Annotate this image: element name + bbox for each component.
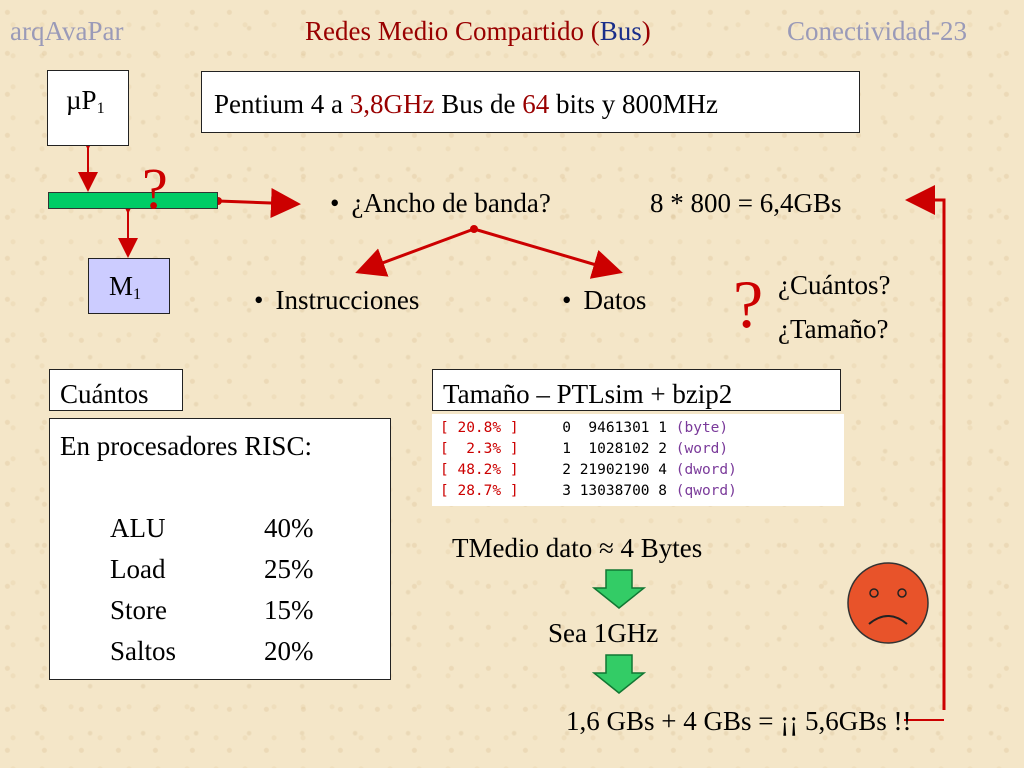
datos-text: Datos	[583, 285, 647, 315]
ptl-size-2: 2	[658, 441, 668, 457]
bus-to-bandwidth-arrow	[217, 187, 301, 218]
title-suffix: )	[641, 16, 651, 46]
tamano-title-box: Tamaño – PTLsim + bzip2	[432, 369, 841, 411]
cuantos-title-box: Cuántos	[49, 369, 183, 411]
pentium-text-2: Bus de	[434, 89, 523, 119]
tamano-question: ¿Tamaño?	[778, 314, 889, 344]
data-question-mark: ?	[733, 266, 764, 342]
ptl-row-2: [ 2.3% ] 1 1028102 2 (word)	[440, 440, 728, 459]
title-bus: Bus	[599, 16, 642, 46]
pentium-text-1: Pentium 4 a	[214, 89, 350, 119]
bus-bar	[48, 192, 218, 209]
ptl-pct-1: [ 20.8% ]	[440, 420, 519, 436]
ptl-size-1: 1	[658, 420, 668, 436]
title-prefix: Redes Medio Compartido (	[305, 16, 600, 46]
ptl-pct-2: [ 2.3% ]	[440, 441, 519, 457]
down-arrow-1	[591, 569, 647, 609]
pentium-box: Pentium 4 a 3,8GHz Bus de 64 bits y 800M…	[201, 71, 860, 133]
risc-label-saltos: Saltos	[110, 636, 177, 666]
processor-box: µP1	[47, 70, 129, 146]
risc-pct-saltos: 20%	[264, 636, 314, 666]
pentium-freq: 3,8GHz	[349, 89, 435, 119]
pentium-spec: Pentium 4 a 3,8GHz Bus de 64 bits y 800M…	[214, 91, 718, 118]
course-label: arqAvaPar	[10, 16, 124, 46]
datos-item: Datos	[562, 287, 646, 314]
memory-index: 1	[133, 285, 142, 304]
tamano-title: Tamaño – PTLsim + bzip2	[443, 379, 733, 409]
memory-name: M	[109, 271, 134, 301]
bandwidth-question-text: ¿Ancho de banda?	[351, 188, 551, 218]
ptl-row-4: [ 28.7% ] 3 13038700 8 (qword)	[440, 482, 737, 501]
ptl-kind-1: (byte)	[675, 420, 729, 436]
cuantos-question: ¿Cuántos?	[778, 270, 891, 300]
final-result: 1,6 GBs + 4 GBs = ¡¡ 5,6GBs !!	[566, 706, 912, 736]
ptl-idx-3: 2	[562, 462, 571, 478]
ptl-kind-2: (word)	[675, 441, 729, 457]
ptl-idx-1: 0	[562, 420, 571, 436]
risc-subtitle: En procesadores RISC:	[60, 431, 312, 461]
pentium-bits: 64	[522, 89, 550, 119]
to-instrucciones-arrow	[355, 227, 475, 277]
ptl-idx-4: 3	[562, 483, 571, 499]
return-arrow	[905, 185, 946, 710]
instrucciones-text: Instrucciones	[275, 285, 420, 315]
risc-pct-load: 25%	[264, 554, 314, 584]
ptl-pct-3: [ 48.2% ]	[440, 462, 519, 478]
processor-index: 1	[96, 99, 105, 118]
memory-label: M1	[109, 271, 142, 304]
risc-pct-store: 15%	[264, 595, 314, 625]
processor-label: µP1	[66, 85, 105, 118]
ptl-count-1: 9461301	[579, 420, 650, 436]
risc-pct-alu: 40%	[264, 513, 314, 543]
ptl-row-1: [ 20.8% ] 0 9461301 1 (byte)	[440, 419, 728, 438]
to-datos-arrow	[473, 227, 623, 279]
ptl-pct-4: [ 28.7% ]	[440, 483, 519, 499]
risc-box: En procesadores RISC: ALU 40% Load 25% S…	[49, 418, 391, 680]
instrucciones-item: Instrucciones	[254, 287, 419, 314]
ptl-idx-2: 1	[562, 441, 571, 457]
slide-title: Redes Medio Compartido (Bus)	[305, 18, 651, 45]
ptl-count-3: 21902190	[579, 462, 650, 478]
tmedio-text: TMedio dato ≈ 4 Bytes	[452, 533, 703, 563]
bus-question-mark: ?	[142, 156, 168, 221]
sad-face-icon	[847, 562, 929, 644]
risc-label-alu: ALU	[110, 513, 166, 543]
processor-name: µP	[66, 85, 97, 115]
ptl-count-4: 13038700	[579, 483, 650, 499]
ptl-size-3: 4	[658, 462, 668, 478]
slide-number: Conectividad-23	[787, 16, 967, 46]
ptlsim-output: [ 20.8% ] 0 9461301 1 (byte) [ 2.3% ] 1 …	[432, 414, 844, 506]
ptl-kind-4: (qword)	[675, 483, 737, 499]
ptl-kind-3: (dword)	[675, 462, 737, 478]
sea-text: Sea 1GHz	[548, 618, 659, 648]
ptl-count-2: 1028102	[579, 441, 650, 457]
memory-box: M1	[88, 258, 170, 314]
down-arrow-2	[591, 654, 647, 694]
bandwidth-formula: 8 * 800 = 6,4GBs	[650, 188, 842, 218]
cuantos-title: Cuántos	[60, 379, 149, 409]
risc-label-load: Load	[110, 554, 166, 584]
risc-label-store: Store	[110, 595, 167, 625]
ptl-row-3: [ 48.2% ] 2 21902190 4 (dword)	[440, 461, 737, 480]
pentium-text-3: bits y 800MHz	[549, 89, 718, 119]
bandwidth-question: ¿Ancho de banda?	[330, 188, 551, 218]
ptl-size-4: 8	[658, 483, 668, 499]
